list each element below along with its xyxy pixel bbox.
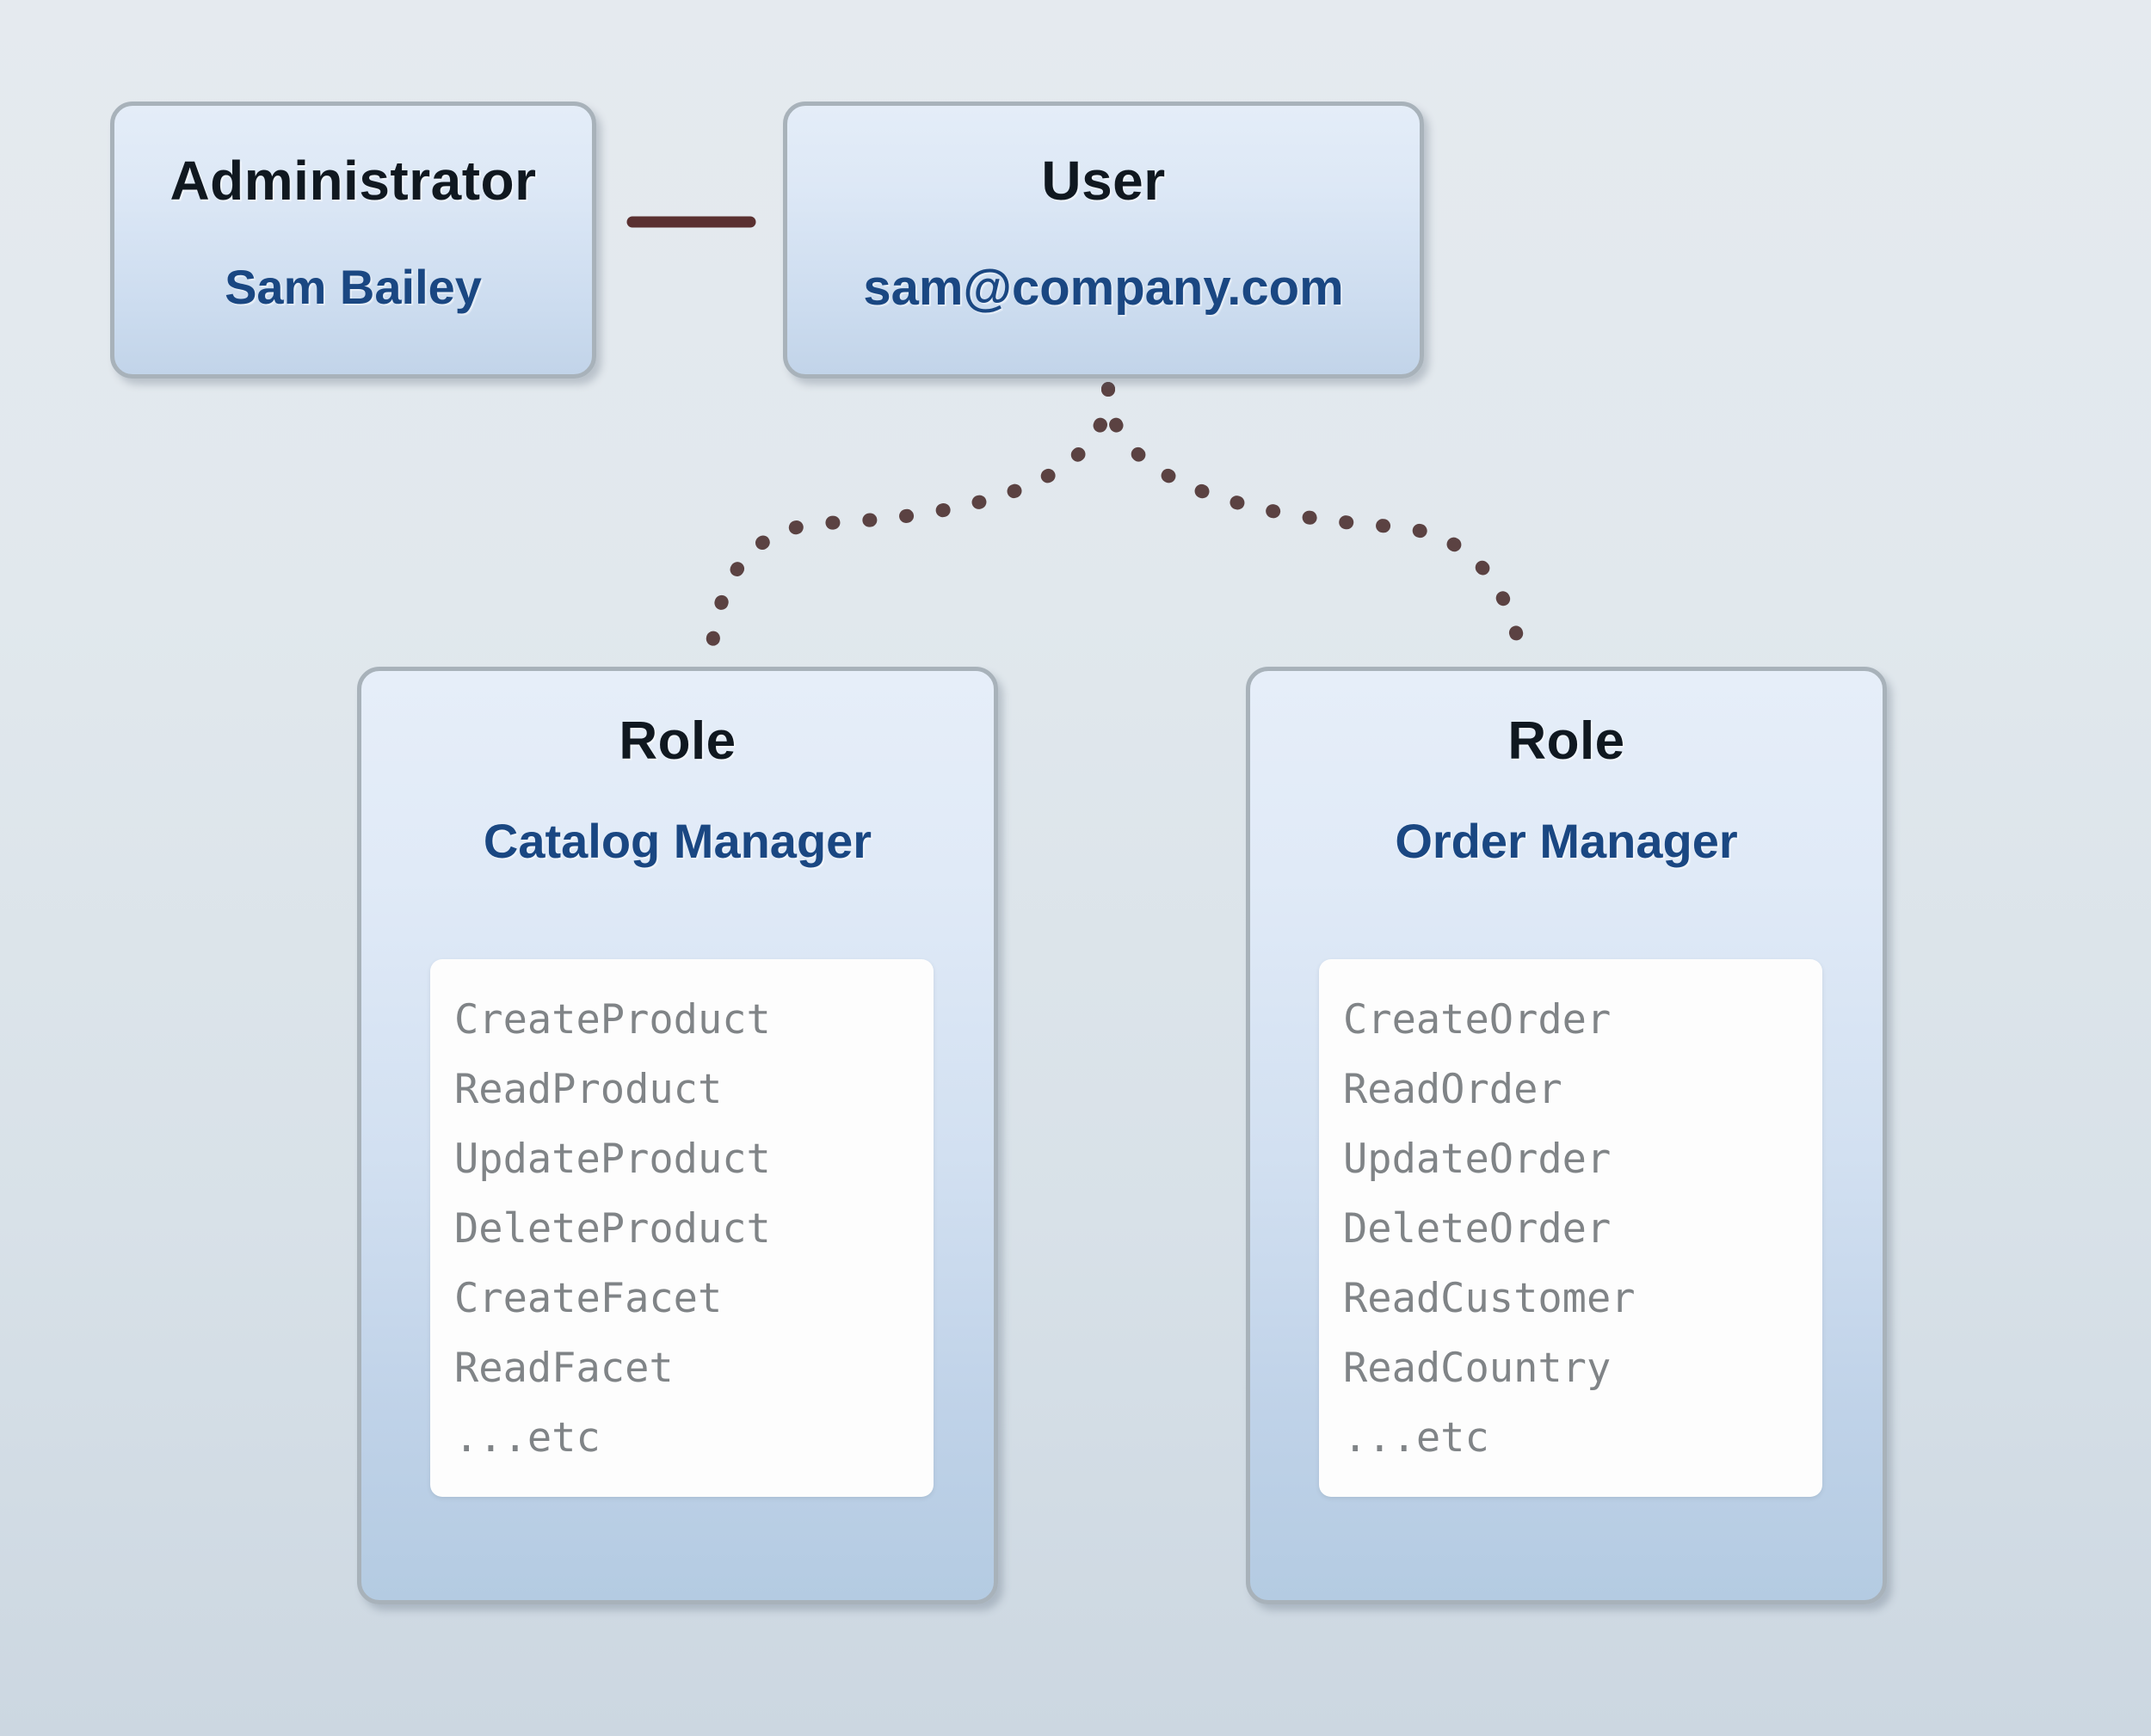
- edge-user-role-order: [1101, 382, 1526, 654]
- entity-box-administrator[interactable]: Administrator Sam Bailey: [110, 102, 596, 379]
- entity-box-user[interactable]: User sam@company.com: [783, 102, 1424, 379]
- role-order-value-label: Order Manager: [1395, 814, 1738, 868]
- permission-item: UpdateOrder: [1343, 1136, 1612, 1183]
- permission-item: CreateFacet: [454, 1275, 723, 1322]
- role-catalog-type-label: Role: [619, 711, 737, 771]
- administrator-type-label: Administrator: [169, 150, 537, 212]
- role-order-type-label: Role: [1507, 711, 1625, 771]
- permission-item: CreateOrder: [1343, 996, 1612, 1043]
- user-type-label: User: [1041, 150, 1166, 212]
- permission-item: UpdateProduct: [454, 1136, 771, 1183]
- permission-item: ...etc: [454, 1414, 601, 1462]
- permission-item: ReadCountry: [1343, 1345, 1612, 1392]
- user-value-label: sam@company.com: [863, 260, 1344, 316]
- permission-item: DeleteOrder: [1343, 1205, 1612, 1253]
- permission-item: CreateProduct: [454, 996, 771, 1043]
- permission-item: ReadFacet: [454, 1345, 674, 1392]
- permission-item: ReadProduct: [454, 1066, 723, 1113]
- permission-item: DeleteProduct: [454, 1205, 771, 1253]
- permission-item: ReadCustomer: [1343, 1275, 1636, 1322]
- permission-item: ...etc: [1343, 1414, 1489, 1462]
- permission-item: ReadOrder: [1343, 1066, 1562, 1113]
- edge-user-role-catalog: [706, 382, 1115, 650]
- role-catalog-value-label: Catalog Manager: [483, 814, 872, 868]
- administrator-value-label: Sam Bailey: [225, 260, 482, 314]
